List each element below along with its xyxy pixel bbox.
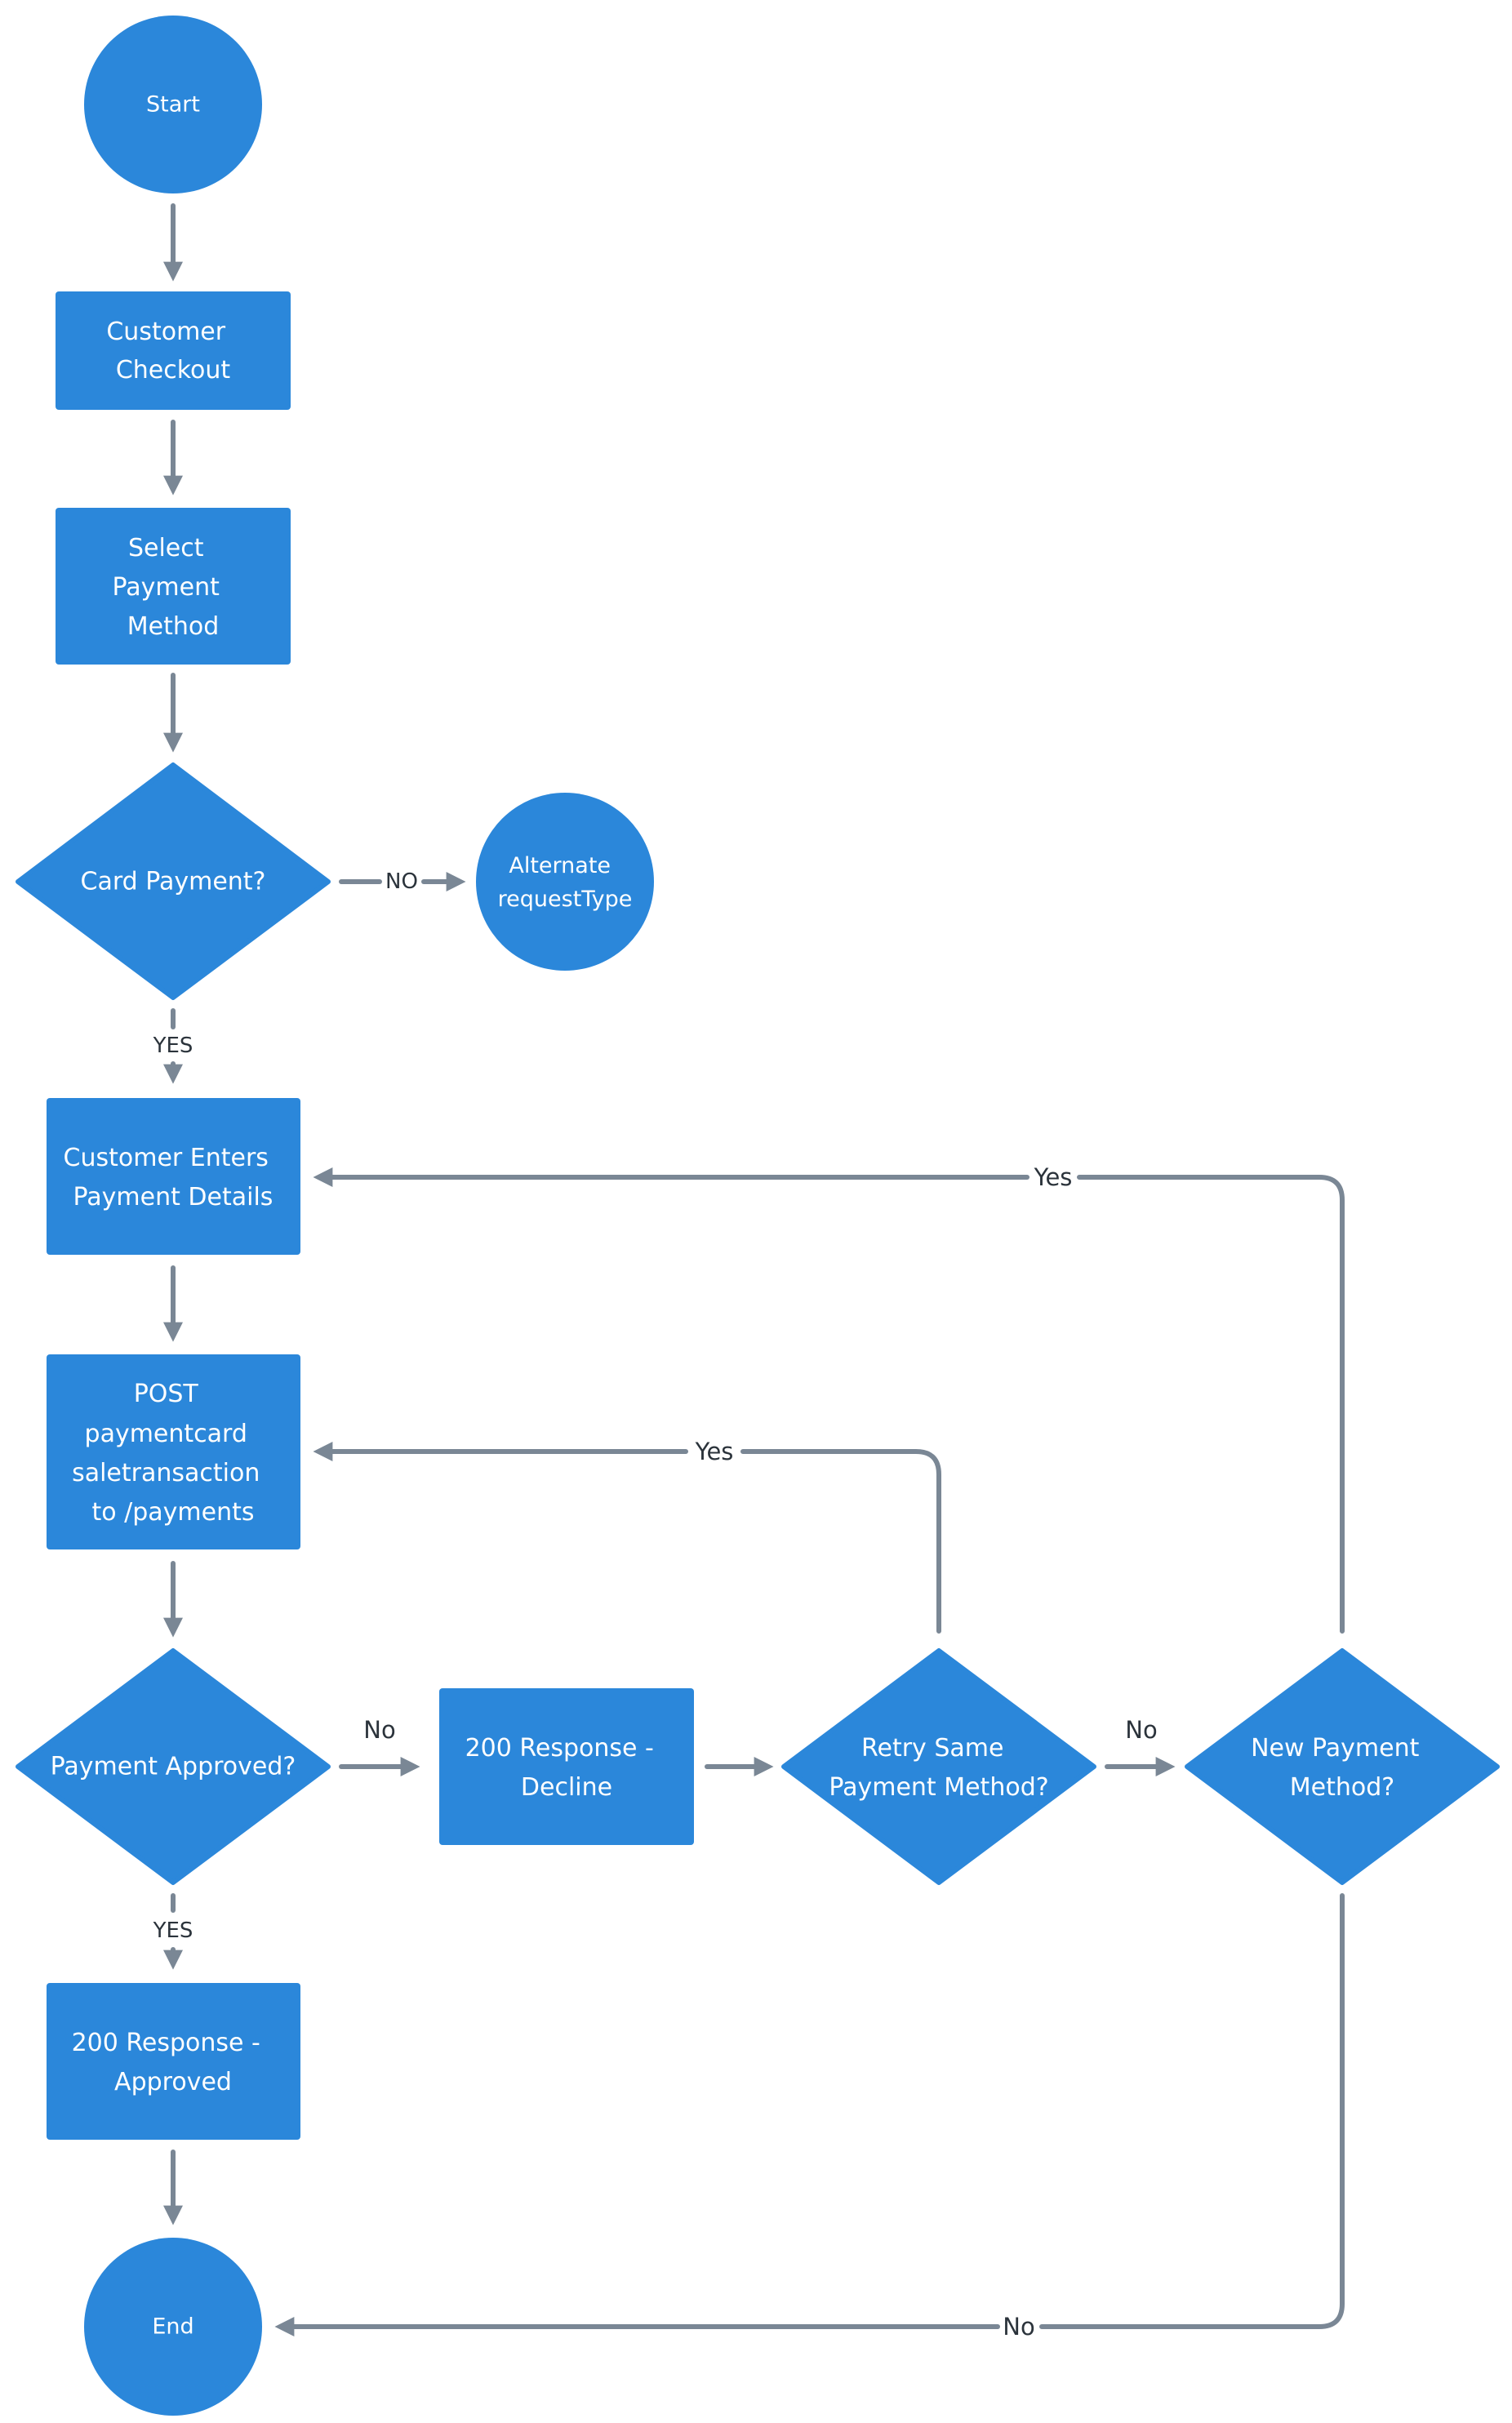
edge-label-retry-yes: Yes — [695, 1438, 734, 1465]
node-payment-approved-shape — [16, 1648, 331, 1885]
node-customer-checkout-shape — [56, 291, 291, 410]
node-end-shape — [84, 2238, 262, 2416]
node-customer-enters-payment-details-label: Customer Enters Payment Details — [64, 1144, 277, 1212]
node-response-approved-shape — [47, 1983, 300, 2140]
node-payment-approved: Payment Approved? — [16, 1648, 331, 1885]
edge-new-no-a — [1039, 1893, 1345, 2329]
node-post-payment-label: POST paymentcard saletransaction to /pay… — [72, 1380, 268, 1527]
edge-label-new-yes: Yes — [1034, 1163, 1073, 1191]
node-customer-enters-payment-details: Customer Enters Payment Details — [47, 1098, 300, 1255]
node-retry-same-method-shape — [781, 1648, 1096, 1885]
node-card-payment: Card Payment? — [16, 762, 331, 1000]
node-new-payment-method: New Payment Method? — [1185, 1648, 1500, 1885]
node-start: Start — [84, 16, 262, 193]
node-customer-enters-payment-details-shape — [47, 1098, 300, 1255]
edges — [163, 203, 1345, 2336]
node-new-payment-method-shape — [1185, 1648, 1500, 1885]
edge-label-approved-yes: YES — [153, 1918, 193, 1943]
node-retry-same-method: Retry Same Payment Method? — [781, 1648, 1096, 1885]
node-response-decline-label: 200 Response - Decline — [465, 1734, 662, 1802]
node-end-label: End — [152, 2314, 193, 2340]
node-end: End — [84, 2238, 262, 2416]
node-select-payment-method-label: Select Payment Method — [113, 534, 228, 641]
edge-label-approved-no: No — [363, 1716, 395, 1744]
edge-label-new-no: No — [1003, 2313, 1034, 2341]
node-alternate-request-type-shape — [476, 793, 654, 971]
node-alternate-request-type-label: Alternate requestType — [498, 853, 633, 912]
node-post-payment: POST paymentcard saletransaction to /pay… — [47, 1354, 300, 1549]
node-response-decline: 200 Response - Decline — [439, 1688, 694, 1845]
edge-label-card-yes: YES — [153, 1034, 193, 1058]
edge-label-retry-no: No — [1125, 1716, 1157, 1744]
node-payment-approved-label: Payment Approved? — [51, 1753, 296, 1781]
node-start-shape — [84, 16, 262, 193]
node-start-label: Start — [146, 92, 200, 118]
node-response-decline-shape — [439, 1688, 694, 1845]
edge-retry-yes-a — [740, 1449, 941, 1634]
node-post-payment-shape — [47, 1354, 300, 1549]
node-retry-same-method-label: Retry Same Payment Method? — [829, 1734, 1048, 1802]
node-customer-checkout: Customer Checkout — [56, 291, 291, 410]
node-customer-checkout-label: Customer Checkout — [106, 318, 233, 385]
node-response-approved-label: 200 Response - Approved — [72, 2029, 269, 2096]
node-new-payment-method-label: New Payment Method? — [1251, 1734, 1427, 1802]
node-response-approved: 200 Response - Approved — [47, 1983, 300, 2140]
edge-label-card-no: NO — [385, 869, 418, 894]
node-card-payment-label: Card Payment? — [81, 868, 266, 896]
node-alternate-request-type: Alternate requestType — [476, 793, 654, 971]
edge-labels: NO YES No YES No Yes Yes No — [153, 869, 1158, 2341]
node-select-payment-method-shape — [56, 508, 291, 665]
node-card-payment-shape — [16, 762, 331, 1000]
node-select-payment-method: Select Payment Method — [56, 508, 291, 665]
edge-new-yes-a — [1077, 1175, 1345, 1634]
